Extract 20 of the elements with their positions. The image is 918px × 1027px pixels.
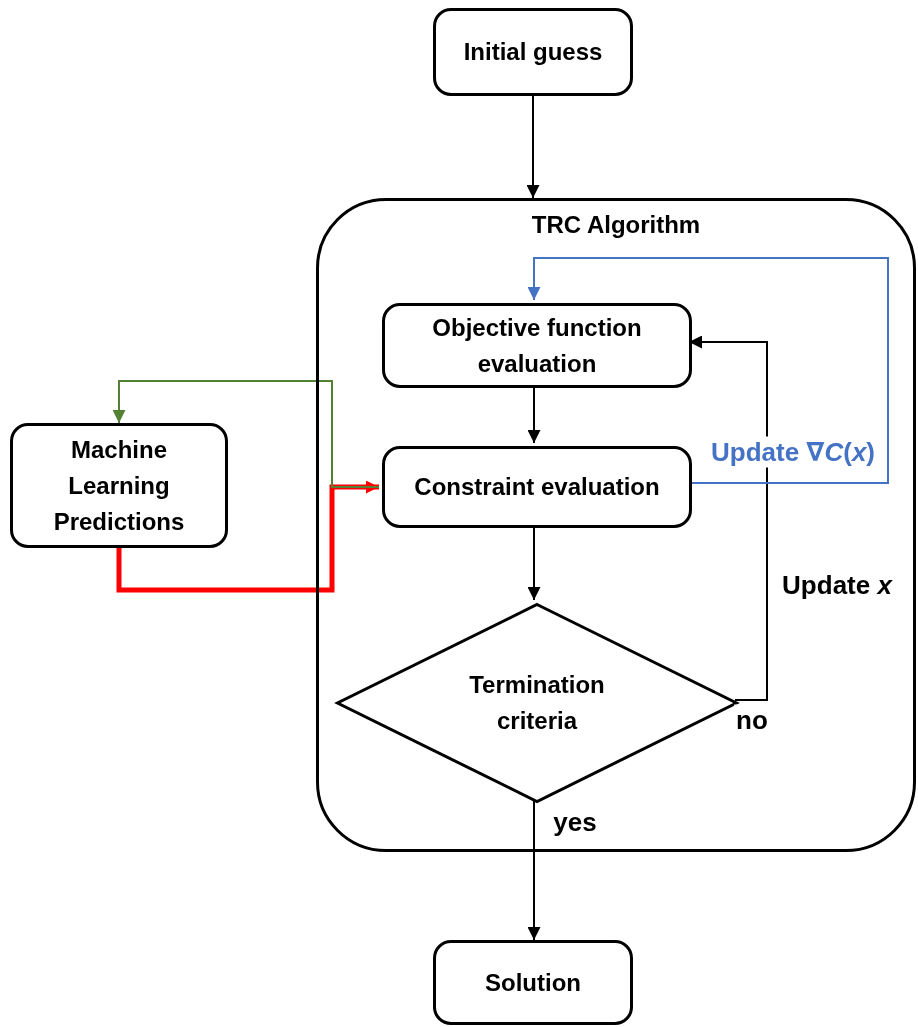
node-label: Machine Learning Predictions [52, 434, 186, 537]
arrow [527, 799, 541, 941]
node-label: Constraint evaluation [413, 472, 661, 502]
arrow [526, 95, 540, 199]
node-label: Objective function evaluation [431, 312, 643, 379]
process-box [433, 940, 633, 1025]
arrow [116, 480, 379, 593]
node-label: Solution [484, 967, 582, 998]
annotation-label: Update x [782, 569, 892, 601]
container-title: TRC Algorithm [531, 210, 701, 240]
algorithm-container [316, 198, 916, 852]
arrow [112, 380, 380, 488]
process-box [10, 423, 228, 548]
node-label: Initial guess [462, 37, 604, 67]
decision-diamond [336, 603, 738, 803]
process-box [382, 303, 692, 388]
process-box [433, 8, 633, 96]
arrow [527, 257, 889, 484]
node-label: Termination criteria [468, 670, 606, 736]
process-box [382, 446, 692, 528]
